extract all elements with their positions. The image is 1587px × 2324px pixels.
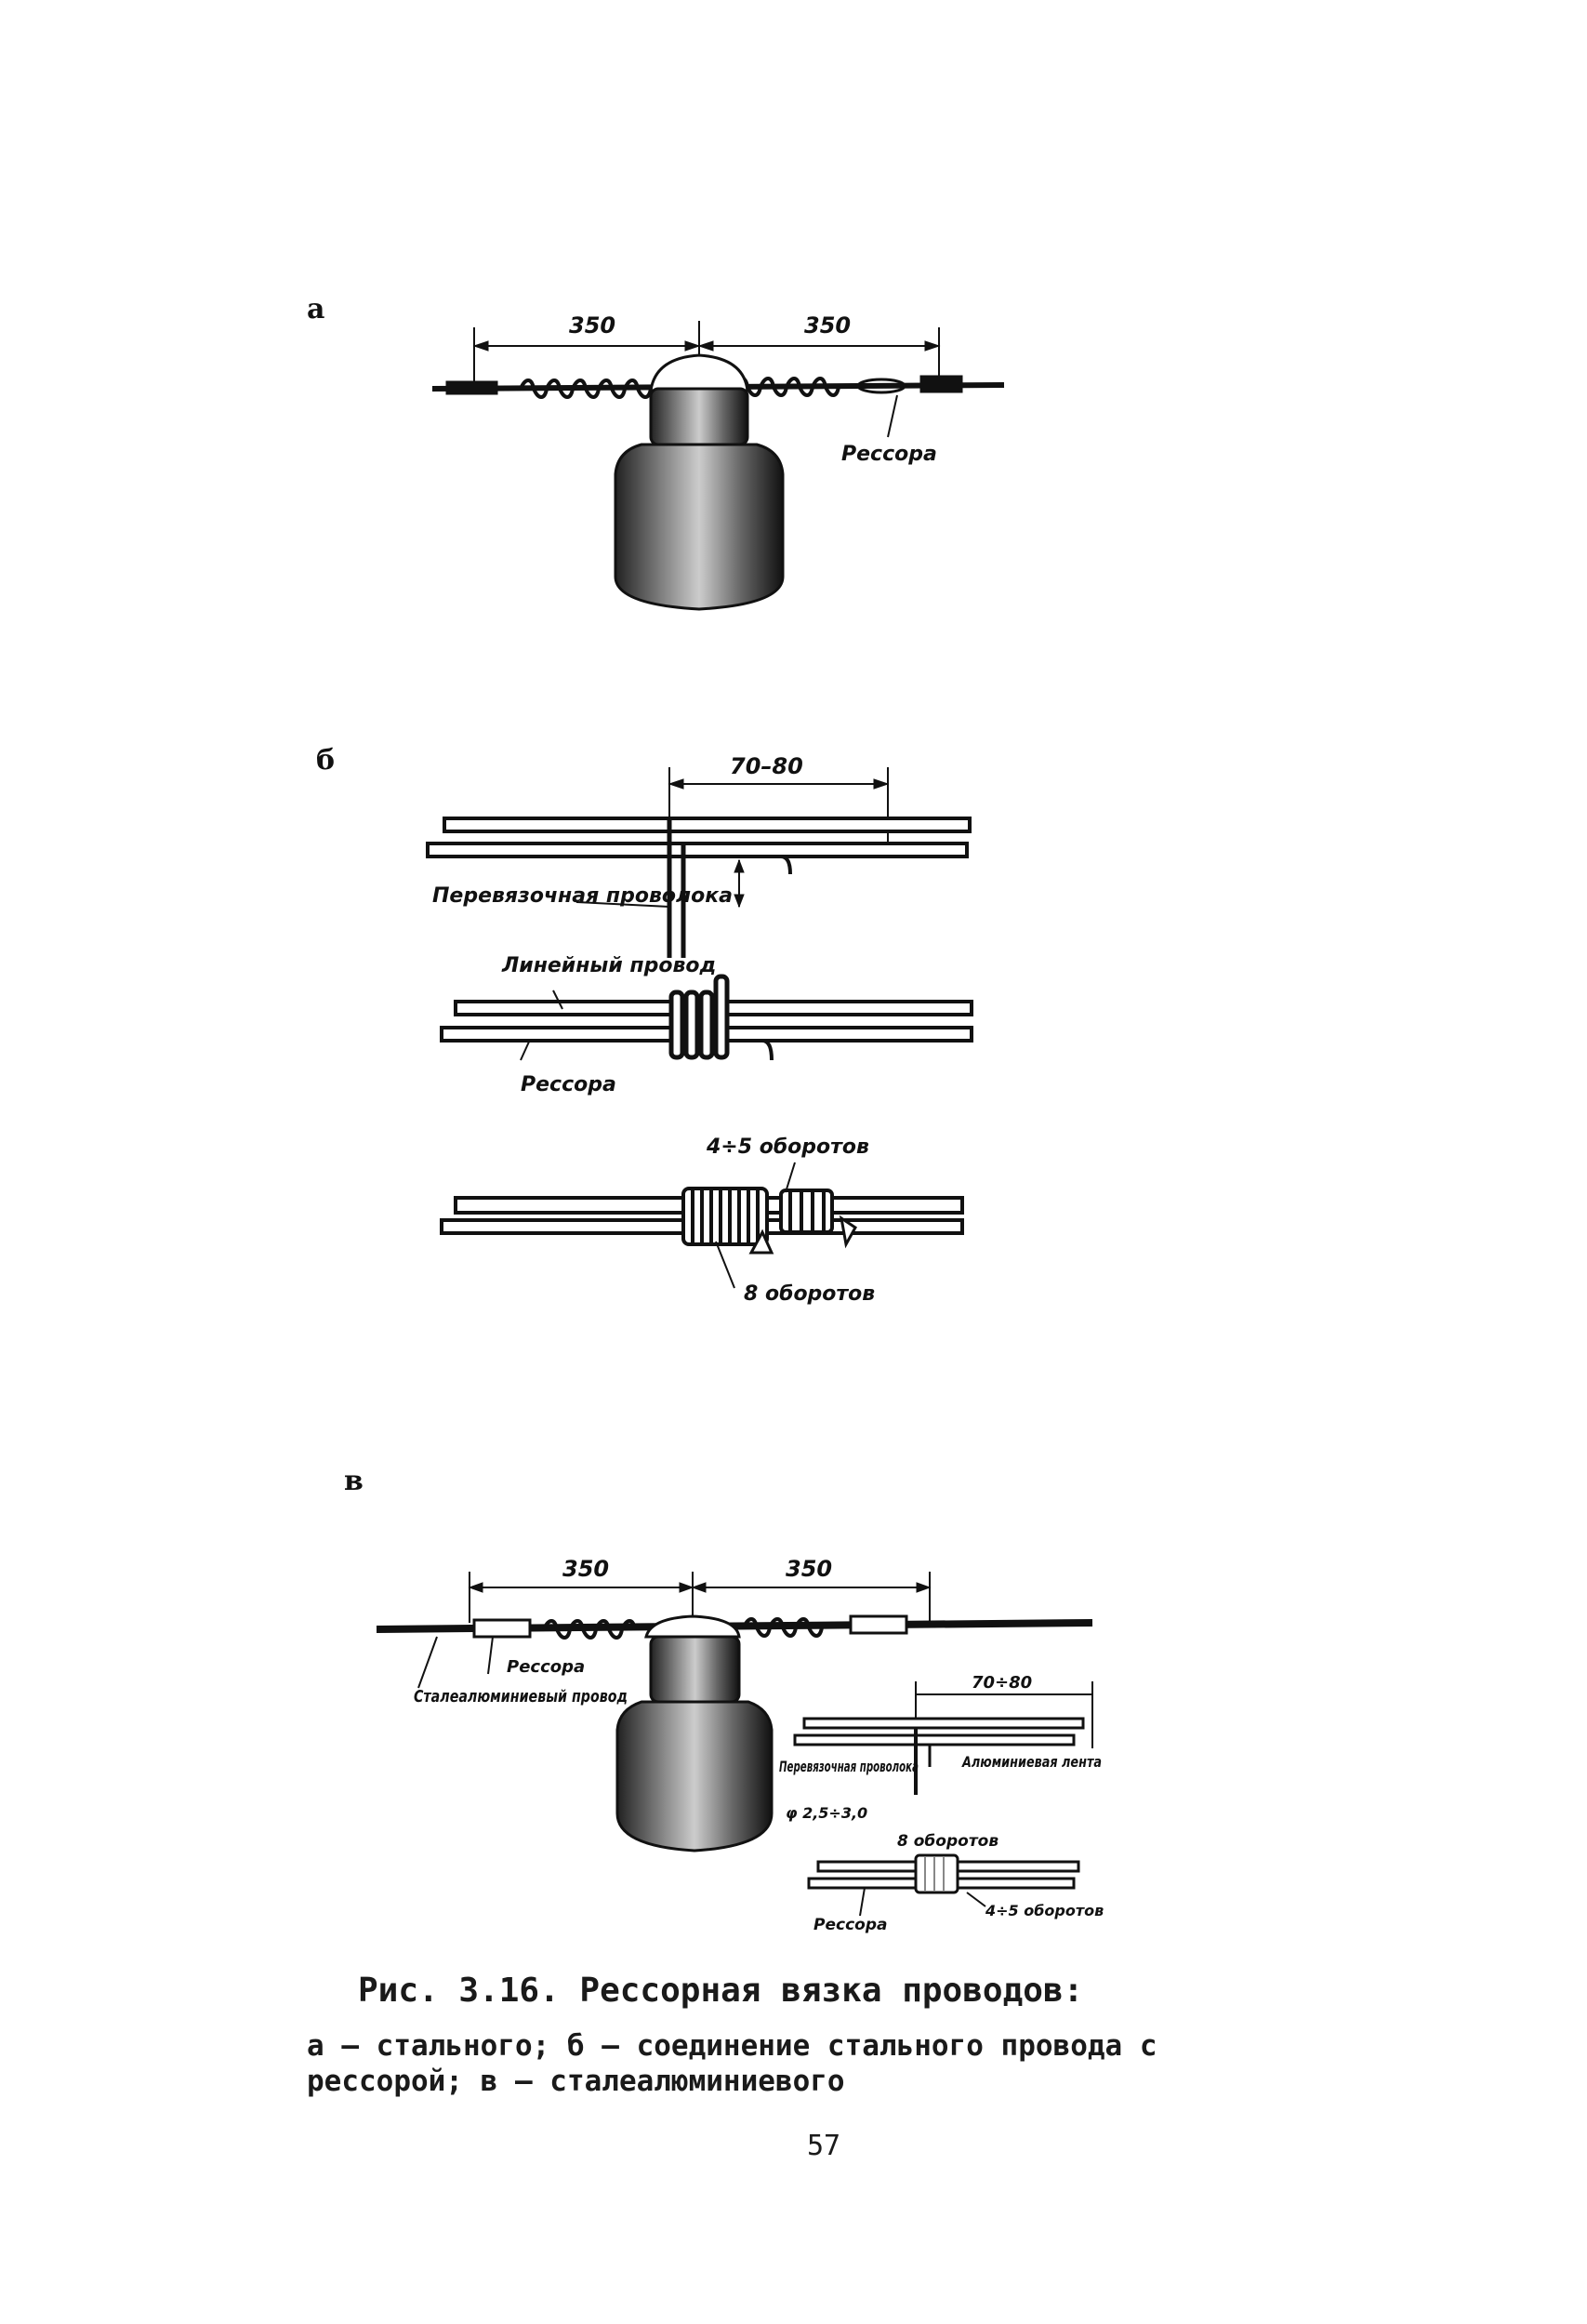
panel-c-spring-label-2: Рессора [813,1916,887,1934]
panel-b-turns-4-5: 4÷5 оборотов [706,1135,869,1159]
panel-a-drawing [431,321,1005,611]
panel-b-turns-8: 8 оборотов [744,1282,875,1306]
panel-b-spring-label: Рессора [521,1073,616,1096]
panel-c-tie-wire: Перевязочная проволока [779,1758,919,1775]
panel-c-drawing [376,1572,1093,1917]
figure-caption-line2: а – стального; б – соединение стального … [307,2029,1157,2063]
page-number: 57 [807,2130,841,2162]
panel-b-tie-wire: Перевязочная проволока [432,884,733,908]
panel-c-dim-left: 350 [562,1556,609,1582]
panel-a-dim-left: 350 [569,312,615,339]
figure-caption-line3: рессорой; в – сталеалюминиевого [307,2065,845,2098]
panel-c-spring-label: Рессора [507,1657,585,1677]
panel-c-alu-tape: Алюминиевая лента [960,1753,1102,1771]
panel-c-dim-right: 350 [786,1556,832,1582]
panel-b-line-wire: Линейный провод [501,954,716,977]
panel-c-turns-4-5: 4÷5 оборотов [985,1902,1104,1919]
panel-label-c: в [344,1465,364,1497]
panel-c-steel-alu-wire: Сталеалюминиевый провод [414,1687,628,1706]
figure-caption-title: Рис. 3.16. Рессорная вязка проводов: [358,1972,1084,2010]
panel-c-tie-wire-size: φ 2,5÷3,0 [786,1804,867,1822]
panel-label-b: б [316,744,336,777]
panel-c-dim-small: 70÷80 [972,1673,1032,1693]
panel-c-turns-8: 8 оборотов [897,1832,998,1851]
panel-b-drawing [426,767,973,1289]
panel-a-dim-right: 350 [804,312,851,339]
tie-wire-text: Перевязочная проволока [432,884,733,908]
panel-a-spring-label: Рессора [841,443,937,466]
panel-label-a: а [307,293,325,325]
panel-b-dim-top: 70–80 [730,753,803,779]
